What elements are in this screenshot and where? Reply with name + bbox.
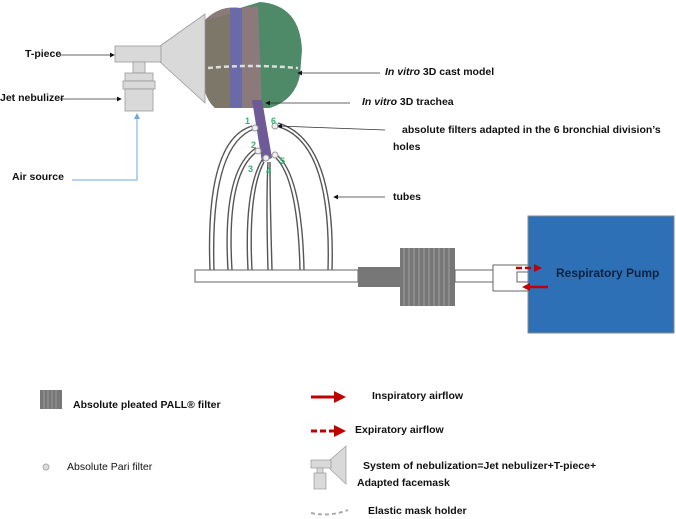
legend-pall-icon [40,390,62,409]
legend-expiratory-label: Expiratory airflow [355,424,444,436]
legend-expiratory-arrow [311,425,346,437]
elastic-mask-holder [207,64,299,70]
pari-filters [251,122,279,162]
base-tube [194,269,359,283]
legend-elastic-icon [310,509,349,516]
label-t-piece: T-piece [25,48,62,60]
connector [358,267,400,287]
bronchus-number: 2 [251,140,257,150]
bronchus-number: 1 [245,116,251,126]
pump-tube [454,269,496,283]
legend-pall-label: Absolute pleated PALL® filter [73,399,221,411]
respiratory-pump [527,215,675,334]
tubes [208,122,333,271]
pointer-arrows [60,52,386,200]
legend-nebulization-label-2: Adapted facemask [357,477,450,489]
legend-inspiratory-arrow [311,391,346,403]
label-filters: absolute filters adapted in the 6 bronch… [402,124,661,136]
legend-elastic-label: Elastic mask holder [368,505,467,517]
label-air-source: Air source [12,171,64,183]
nebulization-system [114,13,206,112]
pump-airflow-arrows [516,264,548,291]
head-cast-model [202,2,302,108]
legend-nebulization-label: System of nebulization=Jet nebulizer+T-p… [363,460,597,472]
pleated-pall-filter [400,248,455,306]
legend-pari-icon [42,463,50,471]
label-jet-nebulizer: Jet nebulizer [0,92,65,104]
legend-pari-label: Absolute Pari filter [67,461,153,473]
bronchus-number: 6 [271,116,277,126]
air-source-line [72,113,140,181]
label-tubes: tubes [393,191,422,203]
label-trachea: In vitro 3D trachea [362,96,454,108]
trachea [252,100,272,162]
legend-nebulization-icon [310,445,347,490]
label-filters-holes: holes [393,141,421,153]
bronchus-number: 4 [266,166,272,176]
bronchus-number: 3 [248,164,254,174]
legend-inspiratory-label: Inspiratory airflow [372,390,464,402]
bronchus-number: 5 [280,156,286,166]
label-cast-model: In vitro 3D cast model [385,66,495,78]
label-pump: Respiratory Pump [556,266,660,280]
